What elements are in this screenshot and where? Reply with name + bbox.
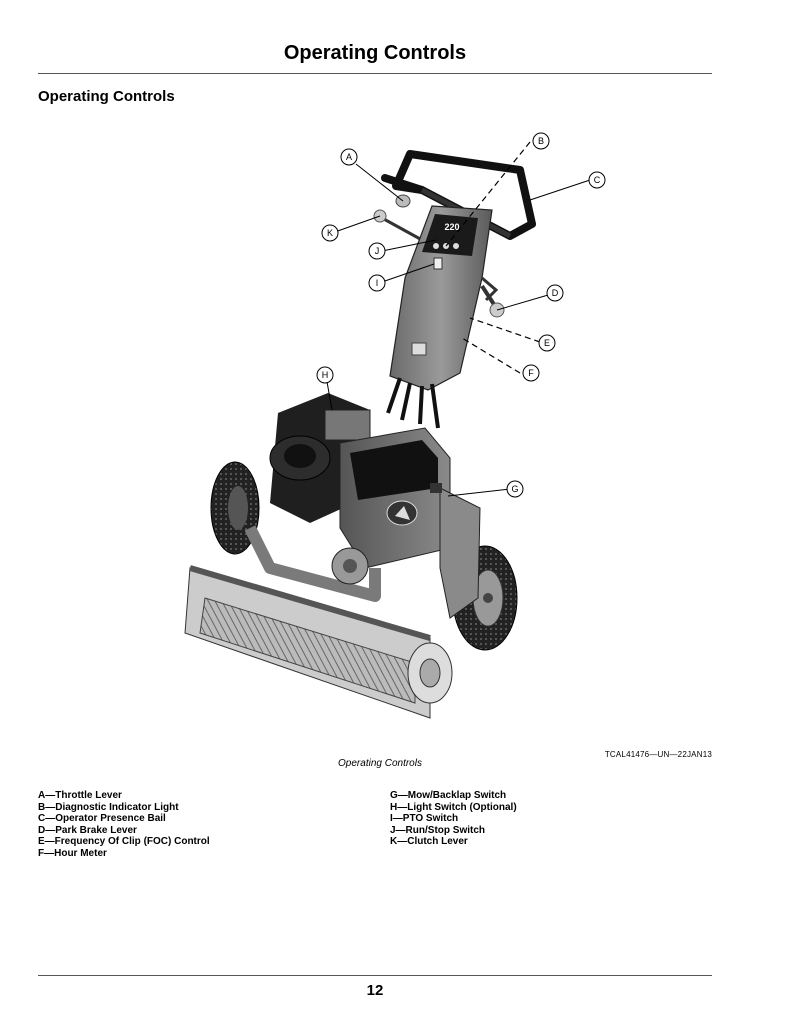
- callout-j: J: [368, 242, 386, 260]
- svg-text:H: H: [322, 370, 329, 380]
- figure-code: TCAL41476—UN—22JAN13: [604, 750, 712, 759]
- svg-text:D: D: [552, 288, 559, 298]
- svg-text:B: B: [538, 136, 544, 146]
- legend-item: G—Mow/Backlap Switch: [390, 790, 507, 801]
- legend-item: C—Operator Presence Bail: [38, 813, 166, 824]
- legend-item: E—Frequency Of Clip (FOC) Control: [38, 836, 210, 847]
- svg-text:I: I: [376, 278, 379, 288]
- legend-item: H—Light Switch (Optional): [390, 801, 517, 813]
- callout-c: C: [588, 171, 606, 189]
- svg-text:F: F: [528, 368, 534, 378]
- callout-e: E: [538, 334, 556, 352]
- mow-backlap-switch: [430, 483, 442, 493]
- page-title: Operating Controls: [283, 42, 467, 64]
- svg-text:E: E: [544, 338, 550, 348]
- legend-item: B—Diagnostic Indicator Light: [38, 801, 179, 813]
- callout-b: B: [532, 132, 550, 150]
- section-heading: Operating Controls: [38, 88, 175, 105]
- cutting-reel: [184, 483, 453, 719]
- legend-item: D—Park Brake Lever: [38, 824, 137, 836]
- model-decal: 220: [444, 222, 459, 232]
- callout-d: D: [546, 284, 564, 302]
- mower-illustration: 220: [184, 132, 606, 719]
- legend-column-2: G—Mow/Backlap Switch H—Light Switch (Opt…: [390, 790, 517, 848]
- svg-text:K: K: [327, 228, 333, 238]
- control-column: 220: [389, 205, 499, 391]
- left-wheel: [210, 461, 260, 555]
- legend-item: A—Throttle Lever: [38, 790, 122, 801]
- legend-column-1: A—Throttle Lever B—Diagnostic Indicator …: [38, 790, 210, 859]
- header-rule: [38, 73, 712, 74]
- legend-item: J—Run/Stop Switch: [390, 824, 485, 836]
- legend-item: K—Clutch Lever: [390, 836, 468, 847]
- park-brake-lever: [480, 284, 505, 318]
- figure-caption: Operating Controls: [338, 758, 422, 769]
- legend-item: F—Hour Meter: [38, 847, 107, 859]
- callout-k: K: [321, 224, 339, 242]
- callout-i: I: [368, 274, 386, 292]
- light-switch: [324, 409, 371, 441]
- svg-text:A: A: [346, 152, 352, 162]
- svg-text:G: G: [511, 484, 518, 494]
- callout-f: F: [522, 364, 540, 382]
- footer-rule: [38, 975, 712, 976]
- page-number: 12: [366, 982, 384, 999]
- callout-g: G: [506, 480, 524, 498]
- pto-switch: [433, 257, 443, 270]
- callout-h: H: [316, 366, 334, 384]
- clutch-lever: [381, 216, 423, 242]
- engine: [269, 393, 451, 569]
- svg-text:C: C: [594, 175, 601, 185]
- callout-a: A: [340, 148, 358, 166]
- legend-item: I—PTO Switch: [390, 813, 459, 824]
- svg-text:J: J: [375, 246, 380, 256]
